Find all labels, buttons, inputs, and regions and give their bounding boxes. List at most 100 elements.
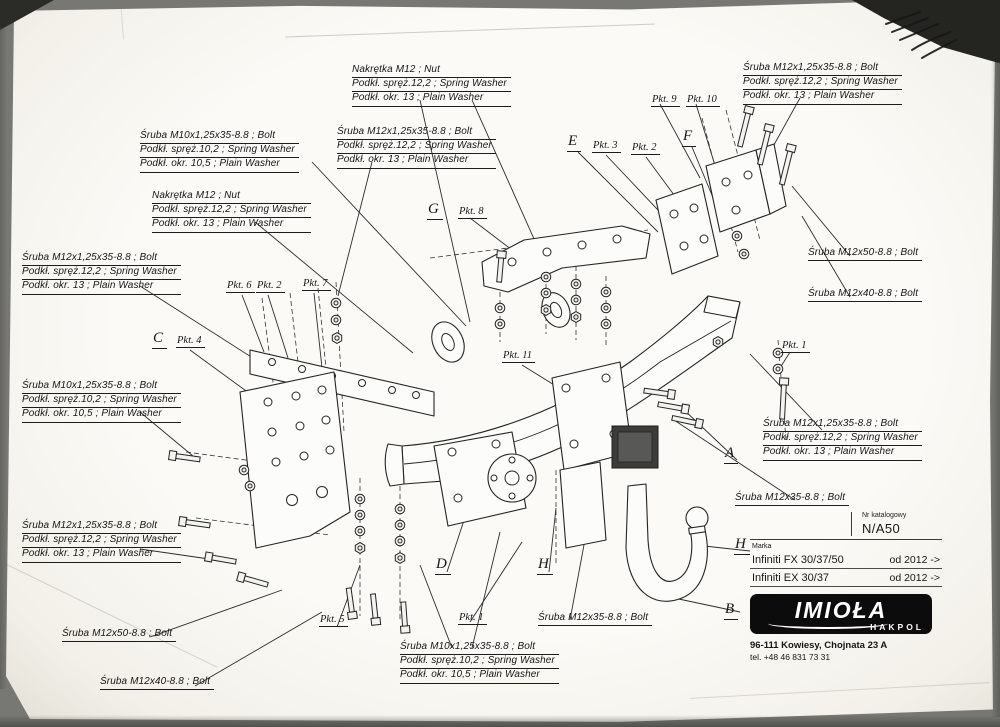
callout-bolt-m10-bottom-center: Śruba M10x1,25x35-8.8 ; Bolt Podkł. sprę… (400, 641, 559, 684)
lower-left-bracket (433, 431, 537, 527)
callout-line: Nakrętka M12 ; Nut (352, 64, 511, 79)
callout-bolt-m12x35-right: Śruba M12x35-8.8 ; Bolt (735, 492, 850, 507)
point-label-pkt8: Pkt. 8 (458, 206, 487, 219)
callout-line: Podkł. okr. 10,5 ; Plain Washer (22, 408, 181, 423)
section-letter-H: H (734, 536, 750, 555)
center-strap (481, 225, 651, 293)
point-label-pkt1: Pkt. 1 (781, 340, 810, 353)
point-label-pkt1: Pkt. 1 (458, 612, 487, 625)
model-year: od 2012 -> (889, 572, 940, 584)
fasteners (168, 105, 797, 634)
scan-bed-edge (991, 62, 1000, 717)
scan-bed-edge (0, 715, 1000, 727)
callout-line: Podkł. okr. 13 ; Plain Washer (337, 154, 496, 169)
callout-line: Podkł. okr. 13 ; Plain Washer (743, 90, 902, 105)
callout-line: Podkł. spręż.10,2 ; Spring Washer (400, 655, 559, 670)
point-label-pkt2: Pkt. 2 (256, 280, 285, 293)
callout-bolt-m12x50-bottom-left: Śruba M12x50-8.8 ; Bolt (62, 628, 177, 643)
point-label-pkt10: Pkt. 10 (686, 94, 720, 107)
section-letter-E: E (567, 133, 582, 152)
right-bracket (655, 143, 787, 275)
callout-line: Śruba M12x35-8.8 ; Bolt (538, 612, 653, 627)
vehicle-model-row: Infiniti EX 30/37 od 2012 -> (750, 569, 942, 587)
point-label-pkt4: Pkt. 4 (176, 335, 205, 348)
towball-hook (625, 483, 709, 602)
callout-line: Śruba M12x1,25x35-8.8 ; Bolt (22, 520, 181, 535)
callout-line: Podkł. spręż.12,2 ; Spring Washer (22, 534, 181, 549)
model-year: od 2012 -> (889, 554, 940, 566)
callout-line: Śruba M12x1,25x35-8.8 ; Bolt (22, 252, 181, 267)
callout-line: Nakrętka M12 ; Nut (152, 190, 311, 205)
logo-sub-text: HAKPOL (870, 622, 924, 632)
callout-line: Śruba M12x35-8.8 ; Bolt (735, 492, 850, 507)
point-label-pkt2: Pkt. 2 (631, 142, 660, 155)
catalog-label: Nr katalogowy (862, 512, 907, 519)
imiola-logo: IMIOŁA HAKPOL (750, 594, 932, 634)
brand-label: Marka (752, 543, 772, 550)
callout-line: Śruba M12x50-8.8 ; Bolt (62, 628, 177, 643)
scan-bed-edge (0, 28, 7, 689)
callout-line: Podkł. spręż.10,2 ; Spring Washer (22, 394, 181, 409)
callout-bolt-m10-mid-left: Śruba M10x1,25x35-8.8 ; Bolt Podkł. sprę… (22, 380, 181, 423)
callout-line: Śruba M10x1,25x35-8.8 ; Bolt (400, 641, 559, 656)
callout-line: Podkł. spręż.12,2 ; Spring Washer (337, 140, 496, 155)
callout-nut-top-center: Nakrętka M12 ; Nut Podkł. spręż.12,2 ; S… (352, 64, 511, 107)
model-name: Infiniti EX 30/37 (752, 572, 830, 584)
point-label-pkt9: Pkt. 9 (651, 94, 680, 107)
catalog-number: N/A50 (862, 521, 901, 536)
callout-line: Podkł. okr. 10,5 ; Plain Washer (400, 669, 559, 684)
callout-bolt-m12x40-right: Śruba M12x40-8.8 ; Bolt (808, 288, 923, 303)
point-label-pkt6: Pkt. 6 (226, 280, 255, 293)
callout-bolt-m12-top-right: Śruba M12x1,25x35-8.8 ; Bolt Podkł. sprę… (743, 62, 902, 105)
callout-line: Podkł. spręż.12,2 ; Spring Washer (22, 266, 181, 281)
left-bracket (239, 349, 435, 549)
callout-line: Śruba M12x1,25x35-8.8 ; Bolt (763, 418, 922, 433)
section-letter-C: C (152, 330, 168, 349)
section-letter-A: A (724, 445, 739, 464)
callout-line: Podkł. spręż.10,2 ; Spring Washer (140, 144, 299, 159)
callout-line: Podkł. okr. 10,5 ; Plain Washer (140, 158, 299, 173)
point-label-pkt11: Pkt. 11 (502, 350, 535, 363)
manufacturer-address: 96-111 Kowiesy, Chojnata 23 A (750, 640, 888, 651)
callout-line: Śruba M12x1,25x35-8.8 ; Bolt (337, 126, 496, 141)
callout-line: Podkł. okr. 13 ; Plain Washer (22, 548, 181, 563)
section-letter-F: F (682, 128, 697, 147)
callout-line: Śruba M10x1,25x35-8.8 ; Bolt (140, 130, 299, 145)
callout-nut-left: Nakrętka M12 ; Nut Podkł. spręż.12,2 ; S… (152, 190, 311, 233)
logo-swoosh (768, 618, 888, 629)
product-info-panel: Nr katalogowy N/A50 Marka Infiniti FX 30… (750, 512, 942, 662)
handwritten-scribble (885, 11, 957, 59)
callout-line: Podkł. spręż.12,2 ; Spring Washer (352, 78, 511, 93)
manufacturer-phone: tel. +48 46 831 73 31 (750, 652, 831, 662)
callout-bolt-m10-upper-left: Śruba M10x1,25x35-8.8 ; Bolt Podkł. sprę… (140, 130, 299, 173)
callout-line: Podkł. spręż.12,2 ; Spring Washer (743, 76, 902, 91)
callout-bolt-m12-right: Śruba M12x1,25x35-8.8 ; Bolt Podkł. sprę… (763, 418, 922, 461)
callout-line: Śruba M10x1,25x35-8.8 ; Bolt (22, 380, 181, 395)
callout-line: Podkł. okr. 13 ; Plain Washer (152, 218, 311, 233)
callout-line: Śruba M12x40-8.8 ; Bolt (100, 676, 215, 691)
callout-bolt-m12x50-right: Śruba M12x50-8.8 ; Bolt (808, 247, 923, 262)
callout-line: Śruba M12x50-8.8 ; Bolt (808, 247, 923, 262)
point-label-pkt5: Pkt. 5 (319, 614, 348, 627)
vehicle-model-row: Infiniti FX 30/37/50 od 2012 -> (750, 551, 942, 569)
callout-line: Śruba M12x1,25x35-8.8 ; Bolt (743, 62, 902, 77)
section-letter-G: G (427, 201, 443, 220)
callout-bolt-m12x40-bottom-left: Śruba M12x40-8.8 ; Bolt (100, 676, 215, 691)
model-name: Infiniti FX 30/37/50 (752, 554, 844, 566)
callout-bolt-m12-upper-center: Śruba M12x1,25x35-8.8 ; Bolt Podkł. sprę… (337, 126, 496, 169)
callout-bolt-m12-lower-left: Śruba M12x1,25x35-8.8 ; Bolt Podkł. sprę… (22, 520, 181, 563)
callout-line: Podkł. okr. 13 ; Plain Washer (763, 446, 922, 461)
callout-line: Podkł. okr. 13 ; Plain Washer (352, 92, 511, 107)
section-letter-B: B (724, 601, 739, 620)
callout-line: Podkł. spręż.12,2 ; Spring Washer (763, 432, 922, 447)
point-label-pkt3: Pkt. 3 (592, 140, 621, 153)
callout-bolt-m12x35-bottom: Śruba M12x35-8.8 ; Bolt (538, 612, 653, 627)
catalog-section: Nr katalogowy N/A50 (750, 512, 942, 540)
callout-bolt-m12-far-left: Śruba M12x1,25x35-8.8 ; Bolt Podkł. sprę… (22, 252, 181, 295)
callout-line: Podkł. spręż.12,2 ; Spring Washer (152, 204, 311, 219)
section-letter-H: H (537, 556, 553, 575)
point-label-pkt7: Pkt. 7 (302, 278, 331, 291)
